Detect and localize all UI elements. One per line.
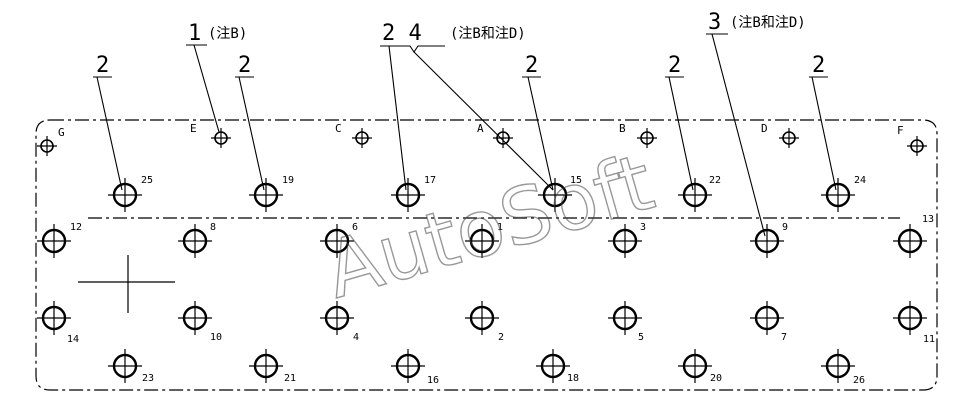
small-hole-label: A	[477, 122, 484, 135]
hole-21: 21	[249, 349, 296, 384]
callout-2-hole-22: 2	[665, 53, 694, 191]
watermark: AutoSoft	[316, 138, 663, 317]
hole-number: 9	[782, 222, 788, 233]
hole-number: 22	[709, 175, 721, 186]
hole-number: 19	[282, 175, 294, 186]
hole-number: 11	[923, 334, 935, 345]
small-hole-d: D	[761, 122, 799, 148]
hole-number: 26	[853, 375, 865, 386]
hole-9: 9	[750, 222, 788, 258]
hole-number: 13	[922, 214, 934, 225]
small-hole-group: G E C A B D F	[37, 122, 927, 156]
hole-23: 23	[108, 349, 154, 384]
callout-note: (注B和注D)	[730, 15, 806, 31]
hole-number: 10	[210, 332, 222, 343]
hole-number: 15	[570, 175, 582, 186]
hole-4: 4	[320, 301, 359, 343]
callout-number: 2	[238, 53, 251, 78]
hole-number: 2	[498, 332, 504, 343]
hole-number: 3	[640, 222, 646, 233]
small-hole-label: G	[58, 126, 65, 139]
hole-17: 17	[391, 175, 436, 212]
hole-5: 5	[608, 301, 644, 343]
hole-6: 6	[320, 222, 358, 258]
hole-22: 22	[678, 175, 721, 212]
hole-18: 18	[536, 349, 579, 384]
hole-1: 1	[465, 222, 503, 258]
callout-number: 2	[668, 53, 681, 78]
hole-number: 24	[854, 175, 866, 186]
callout-2-hole-19: 2	[235, 53, 265, 191]
small-hole-a: A	[477, 122, 513, 148]
callout-number: 2 4	[382, 21, 422, 46]
numbered-hole-group: 25 19 17 15 22 24 12 8 6 1 3 9 13 14	[37, 175, 935, 386]
callout-2-4: 2 4 (注B和注D)	[380, 21, 554, 191]
callout-note: (注B和注D)	[450, 26, 526, 42]
callout-2-hole-15: 2	[522, 53, 554, 191]
callout-group: 1 (注B) 2 2 2 4 (注B和注D) 2	[93, 10, 837, 237]
hole-24: 24	[821, 175, 866, 212]
callout-number: 2	[96, 53, 109, 78]
hole-number: 8	[210, 222, 216, 233]
small-hole-c: C	[335, 122, 372, 148]
hole-8: 8	[178, 222, 216, 258]
small-hole-e: E	[190, 122, 231, 148]
callout-number: 1	[188, 21, 201, 46]
hole-number: 25	[141, 175, 153, 186]
hole-number: 18	[567, 373, 579, 384]
callout-number: 2	[525, 53, 538, 78]
hole-16: 16	[391, 349, 439, 386]
hole-3: 3	[608, 222, 646, 258]
hole-19: 19	[249, 175, 294, 212]
hole-14: 14	[37, 301, 79, 345]
hole-26: 26	[821, 349, 865, 386]
callout-number: 2	[812, 53, 825, 78]
hole-number: 17	[424, 175, 436, 186]
small-hole-label: F	[897, 124, 904, 137]
hole-number: 4	[353, 332, 359, 343]
hole-7: 7	[750, 301, 787, 343]
hole-number: 23	[142, 373, 154, 384]
small-hole-label: B	[619, 122, 626, 135]
small-hole-label: E	[190, 122, 197, 135]
callout-3: 3 (注B和注D)	[706, 10, 806, 237]
hole-13: 13	[893, 214, 934, 258]
hole-number: 7	[781, 332, 787, 343]
hole-number: 21	[284, 373, 296, 384]
hole-11: 11	[893, 301, 935, 345]
hole-number: 12	[70, 222, 82, 233]
hole-12: 12	[37, 222, 82, 258]
small-hole-f: F	[897, 124, 927, 156]
callout-number: 3	[708, 10, 721, 35]
callout-2-hole-24: 2	[809, 53, 837, 191]
hole-2: 2	[465, 301, 504, 343]
small-hole-label: C	[335, 122, 342, 135]
hole-25: 25	[108, 175, 153, 212]
hole-15: 15	[538, 175, 582, 212]
callout-note: (注B)	[208, 26, 247, 42]
plate-outline	[35, 119, 938, 391]
hole-10: 10	[178, 301, 222, 343]
hole-number: 16	[427, 375, 439, 386]
hole-number: 20	[710, 373, 722, 384]
callout-2-hole-25: 2	[93, 53, 123, 191]
callout-1: 1 (注B)	[186, 21, 247, 133]
hole-number: 1	[497, 222, 503, 233]
small-hole-label: D	[761, 122, 768, 135]
hole-20: 20	[678, 349, 722, 384]
small-hole-b: B	[619, 122, 657, 148]
small-hole-g: G	[37, 126, 65, 156]
hole-number: 14	[67, 334, 79, 345]
hole-number: 5	[638, 332, 644, 343]
hole-number: 6	[352, 222, 358, 233]
